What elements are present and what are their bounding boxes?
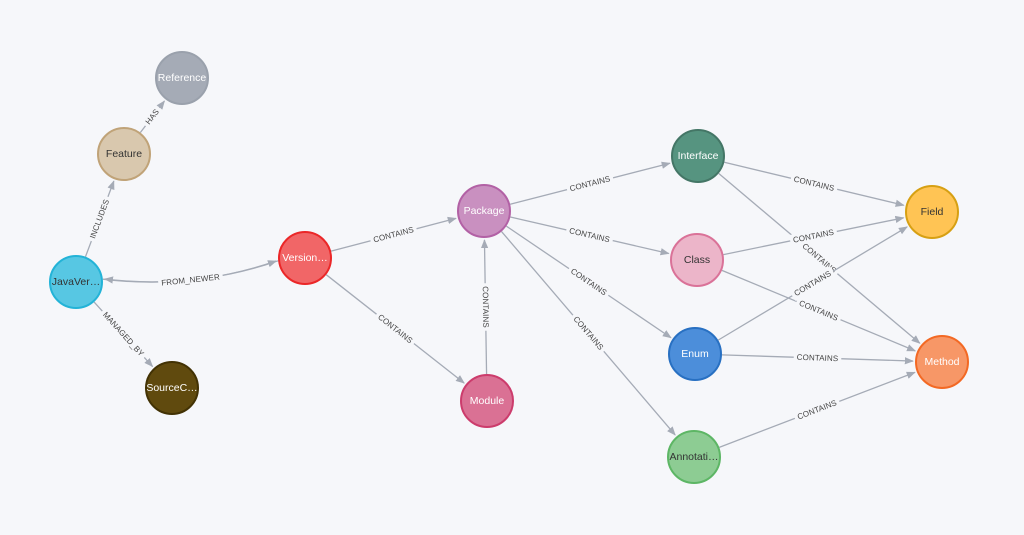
edge-package-annotati[interactable]: CONTAINS [501, 231, 676, 436]
edge-interface-method[interactable]: CONTAINS [718, 172, 921, 344]
edge-enum-field[interactable]: CONTAINS [717, 226, 908, 341]
edge-label: CONTAINS [481, 286, 491, 328]
node-label: Version… [282, 252, 328, 264]
node-circle[interactable] [670, 233, 724, 287]
edge-label: CONTAINS [569, 267, 608, 298]
edge-label: CONTAINS [376, 313, 414, 346]
node-circle[interactable] [671, 129, 725, 183]
node-package[interactable]: Package [457, 184, 511, 238]
node-label: Package [464, 205, 505, 217]
edge-javaver-sourcec[interactable]: MANAGED_BY [93, 301, 154, 368]
node-label: JavaVer… [52, 276, 100, 288]
edge-module-package[interactable]: CONTAINS [479, 239, 492, 375]
node-label: Reference [158, 72, 207, 84]
node-circle[interactable] [915, 335, 969, 389]
node-circle[interactable] [278, 231, 332, 285]
edge-annotati-method[interactable]: CONTAINS [718, 371, 916, 448]
edge-label-background [479, 283, 492, 331]
node-version[interactable]: Version… [278, 231, 332, 285]
node-circle[interactable] [97, 127, 151, 181]
edge-label-background [794, 295, 843, 326]
edge-label-background [140, 104, 165, 130]
node-label: Module [470, 395, 505, 407]
edge-package-enum[interactable]: CONTAINS [505, 225, 672, 339]
edge-label-background [793, 351, 842, 365]
edge-label-background [85, 194, 114, 244]
node-field[interactable]: Field [905, 185, 959, 239]
edge-version-module[interactable]: CONTAINS [325, 274, 465, 384]
edge-label-background [789, 225, 839, 247]
node-circle[interactable] [145, 361, 199, 415]
edge-javaver-version[interactable]: FROM_NEWER [102, 260, 278, 290]
node-circle[interactable] [667, 430, 721, 484]
edge-label-background [792, 395, 842, 424]
edge-label-background [157, 270, 224, 290]
node-enum[interactable]: Enum [668, 327, 722, 381]
node-circle[interactable] [457, 184, 511, 238]
edge-label: CONTAINS [569, 174, 611, 193]
node-circle[interactable] [49, 255, 103, 309]
node-feature[interactable]: Feature [97, 127, 151, 181]
edge-label: CONTAINS [571, 315, 605, 352]
node-label: SourceC… [146, 382, 197, 394]
edge-label: CONTAINS [797, 353, 839, 363]
edge-package-interface[interactable]: CONTAINS [509, 161, 671, 205]
node-module[interactable]: Module [460, 374, 514, 428]
node-javaver[interactable]: JavaVer… [49, 255, 103, 309]
node-label: Interface [678, 150, 719, 162]
edge-label-background [565, 263, 612, 301]
node-interface[interactable]: Interface [671, 129, 725, 183]
edge-label: CONTAINS [568, 226, 611, 244]
node-label: Method [924, 356, 959, 368]
node-circle[interactable] [460, 374, 514, 428]
node-circle[interactable] [905, 185, 959, 239]
node-label: Enum [681, 348, 709, 360]
edge-label: CONTAINS [793, 269, 833, 298]
edge-label: CONTAINS [793, 175, 836, 193]
edge-label-background [789, 172, 839, 196]
edge-label: MANAGED_BY [101, 310, 146, 358]
node-label: Field [921, 206, 944, 218]
edge-label-background [568, 311, 609, 356]
edge-label: CONTAINS [800, 242, 838, 276]
node-label: Class [684, 254, 710, 266]
node-annotati[interactable]: Annotati… [667, 430, 721, 484]
edge-label: CONTAINS [372, 225, 414, 244]
node-sourcec[interactable]: SourceC… [145, 361, 199, 415]
node-label: Annotati… [669, 451, 718, 463]
node-reference[interactable]: Reference [155, 51, 209, 105]
edge-interface-field[interactable]: CONTAINS [724, 161, 905, 207]
edge-label-background [97, 307, 149, 362]
edge-version-package[interactable]: CONTAINS [330, 216, 457, 252]
node-circle[interactable] [668, 327, 722, 381]
node-circle[interactable] [155, 51, 209, 105]
edge-label-background [369, 222, 419, 247]
edge-label-background [789, 266, 837, 301]
edge-package-class[interactable]: CONTAINS [510, 216, 670, 256]
edge-label-background [372, 309, 418, 349]
edge-enum-method[interactable]: CONTAINS [721, 351, 914, 365]
node-label: Feature [106, 148, 142, 160]
edge-label-background [565, 224, 615, 247]
node-method[interactable]: Method [915, 335, 969, 389]
edge-feature-reference[interactable]: HAS [139, 100, 165, 133]
node-class[interactable]: Class [670, 233, 724, 287]
edge-label-background [565, 172, 615, 196]
edge-javaver-feature[interactable]: INCLUDES [84, 180, 115, 257]
